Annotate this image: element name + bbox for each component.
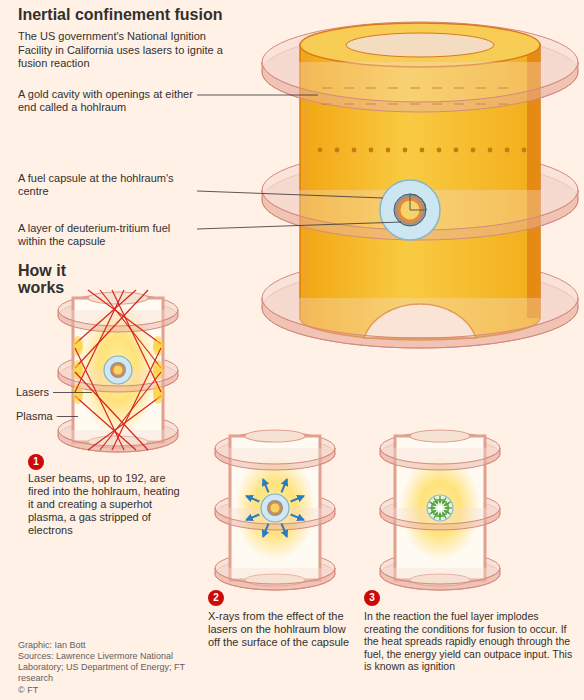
implosion-arrow	[430, 502, 436, 506]
implosion-arrow	[444, 511, 450, 515]
step-text: In the reaction the fuel layer implodes …	[364, 610, 576, 673]
subtitle: The US government's National Ignition Fa…	[18, 30, 230, 71]
part-label: Plasma	[16, 410, 53, 423]
hohlraum-opening	[245, 430, 305, 442]
implosion-arrow	[428, 507, 435, 509]
ring-edge	[215, 568, 335, 590]
callout-circle: 1	[28, 454, 44, 470]
implosion-arrow	[434, 498, 438, 504]
capsule	[261, 494, 289, 522]
ring-edge	[262, 62, 578, 112]
implosion-arrow	[439, 513, 441, 520]
source-note: Sources: Lawrence Livermore National Lab…	[18, 651, 202, 684]
callout-number: 3	[369, 593, 375, 603]
capsule-cutaway	[410, 194, 426, 210]
ring-edge	[380, 448, 500, 470]
implosion-arrow	[444, 502, 450, 506]
leader-line	[197, 191, 383, 198]
hohlraum-hole	[403, 148, 408, 153]
stage-illustration	[380, 430, 500, 590]
laser-beam	[75, 290, 148, 368]
capsule	[104, 356, 132, 384]
capsule-shell	[394, 194, 426, 226]
ring-edge	[380, 568, 500, 590]
capsule-shell	[267, 500, 283, 516]
capsule	[380, 180, 440, 240]
hohlraum-hole	[471, 148, 476, 153]
blow-off-arrow	[291, 496, 304, 501]
step-text: X-rays from the effect of the lasers on …	[208, 610, 356, 649]
leader-lines	[53, 95, 401, 417]
fuel-layer	[112, 364, 125, 377]
hohlraum-hole	[369, 148, 374, 153]
blow-off-arrow	[246, 515, 259, 520]
callout-number: 1	[33, 457, 39, 467]
leader-line	[197, 95, 318, 96]
copyright: © FT	[18, 685, 38, 696]
ring-edge	[215, 448, 335, 470]
hohlraum-hole	[454, 148, 459, 153]
callout-circle: 2	[208, 590, 224, 606]
callout-label: A gold cavity with openings at either en…	[18, 88, 193, 114]
title: Inertial confinement fusion	[18, 5, 222, 24]
leader-line	[197, 222, 401, 229]
leader-line	[53, 392, 92, 393]
hohlraum-opening	[410, 430, 470, 442]
hohlraum-hole	[420, 148, 425, 153]
implosion-arrow	[439, 496, 441, 503]
hohlraum-hole	[437, 148, 442, 153]
fuel-core	[438, 506, 443, 511]
capsule-shell	[110, 362, 126, 378]
implosion-arrow	[443, 498, 447, 504]
ring-plate	[262, 22, 578, 102]
blow-off-arrow	[282, 479, 287, 492]
blow-off-arrow	[291, 515, 304, 520]
blow-off-arrow	[246, 496, 259, 501]
hohlraum-hole	[352, 148, 357, 153]
hohlraum-rim	[300, 23, 540, 67]
part-label: Lasers	[16, 386, 49, 399]
hohlraum-hole	[488, 148, 493, 153]
stage-illustration	[58, 290, 178, 452]
implosion-arrow	[430, 511, 436, 515]
blow-off-arrow	[263, 524, 268, 537]
blow-off-arrow	[263, 479, 268, 492]
hohlraum-hole	[505, 148, 510, 153]
implosion-arrow	[443, 512, 447, 518]
step-text: Laser beams, up to 192, are fired into t…	[28, 472, 186, 537]
hohlraum-hole	[386, 148, 391, 153]
stage-illustration	[215, 430, 335, 590]
blow-off-arrow	[282, 524, 287, 537]
leader-line	[57, 416, 78, 417]
hohlraum-hole	[335, 148, 340, 153]
callout-number: 2	[213, 593, 219, 603]
implosion-arrow	[434, 512, 438, 518]
callout-circle: 3	[364, 590, 380, 606]
capsule	[427, 495, 453, 521]
fuel-core	[114, 366, 123, 375]
hohlraum-opening	[346, 33, 494, 57]
laser-beam	[75, 372, 148, 450]
section-heading: How it works	[18, 262, 88, 296]
ring-edge	[262, 298, 578, 348]
implosion-arrow	[445, 507, 452, 509]
fuel-layer	[269, 502, 282, 515]
hohlraum-hole	[318, 148, 323, 153]
credit: Graphic: Ian Bott	[18, 640, 86, 651]
callout-label: A fuel capsule at the hohlraum's centre	[18, 172, 193, 198]
callout-label: A layer of deuterium-tritium fuel within…	[18, 222, 193, 248]
hohlraum-illustration	[262, 22, 578, 348]
hohlraum-hole	[522, 148, 527, 153]
fuel-core	[271, 504, 280, 513]
